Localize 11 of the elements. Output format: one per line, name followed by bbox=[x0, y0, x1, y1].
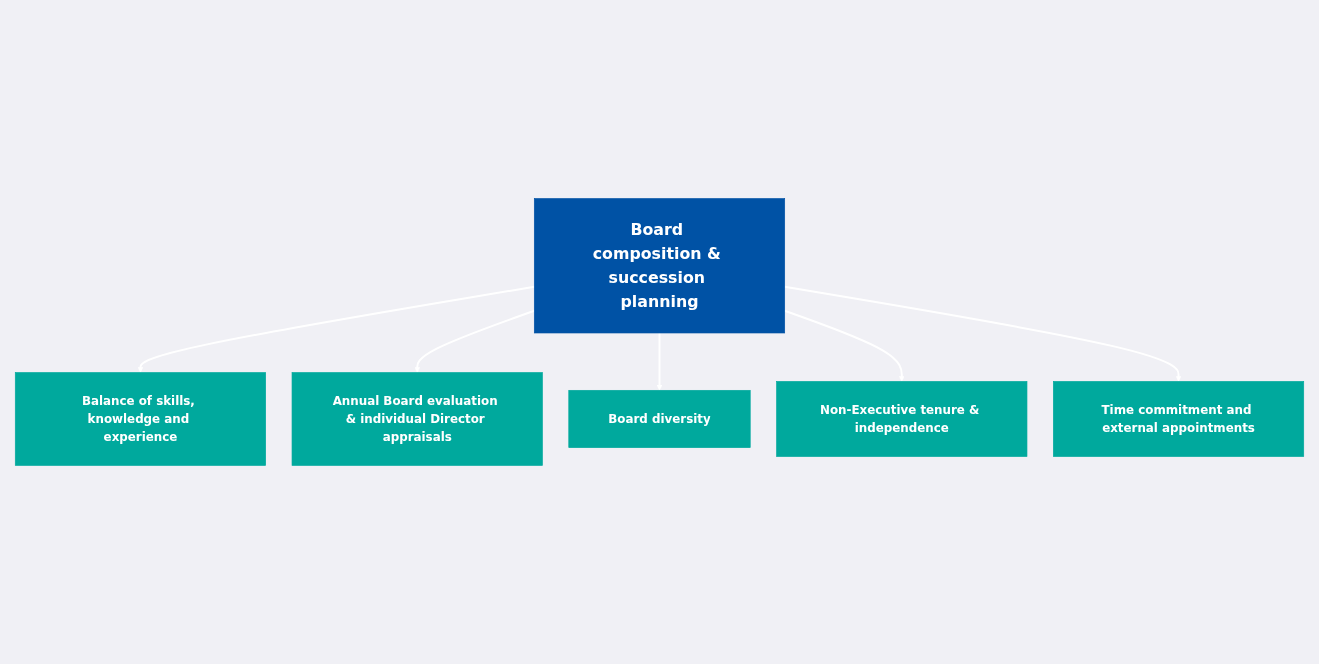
node-box: Board composition & succession planning bbox=[533, 198, 786, 334]
node-box: Annual Board evaluation & individual Director appraisals bbox=[291, 372, 543, 466]
node-box: Time commitment and external appointments bbox=[1053, 381, 1305, 457]
arrow bbox=[656, 332, 663, 391]
node-box: Board diversity bbox=[568, 390, 751, 448]
arrow bbox=[783, 309, 905, 382]
arrow bbox=[137, 285, 536, 373]
arrow bbox=[783, 285, 1182, 382]
node-box: Balance of skills, knowledge and experience bbox=[14, 372, 266, 466]
node-box: Non-Executive tenure & independence bbox=[776, 381, 1028, 457]
arrow bbox=[414, 309, 536, 373]
